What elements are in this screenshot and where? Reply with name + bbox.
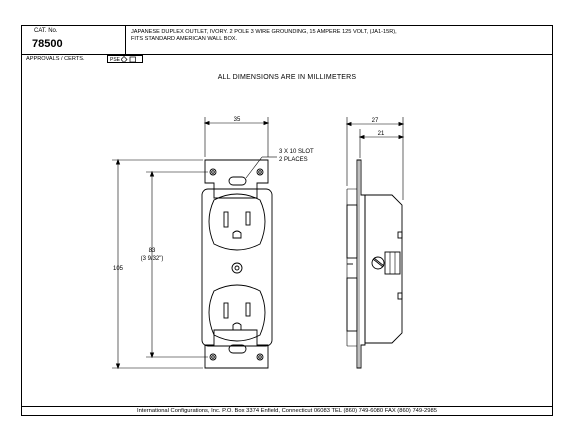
lower-hot-slot xyxy=(245,302,251,317)
center-screw xyxy=(231,262,243,274)
overall-depth-dimension: 27 xyxy=(372,118,379,124)
upper-hot-slot xyxy=(245,211,251,226)
upper-neutral-slot xyxy=(223,211,229,228)
product-description: JAPANESE DUPLEX OUTLET, IVORY. 2 POLE 3 … xyxy=(131,29,546,43)
slot-callout-line-2: 2 PLACES xyxy=(279,157,308,163)
catalog-number: 78500 xyxy=(32,38,63,50)
side-view: 27 21 xyxy=(345,117,405,369)
body-depth-dimension: 21 xyxy=(378,131,385,137)
terminal-block xyxy=(384,251,401,275)
approvals-label: APPROVALS / CERTS. xyxy=(26,56,85,62)
slot-callout-line-1: 3 X 10 SLOT xyxy=(279,149,314,155)
title-block: CAT. No. 78500 JAPANESE DUPLEX OUTLET, I… xyxy=(22,26,552,55)
description-line-2: FITS STANDARD AMERICAN WALL BOX. xyxy=(131,36,238,42)
terminal-screw xyxy=(371,256,385,270)
upper-ground-hole xyxy=(232,230,242,239)
approvals-row: APPROVALS / CERTS. PSE xyxy=(22,55,552,65)
bottom-left-screw-hole xyxy=(209,353,217,361)
lower-ground-hole xyxy=(232,322,242,331)
lower-neutral-slot xyxy=(223,302,229,319)
center-height-dimension: 83 xyxy=(149,248,156,254)
side-strap xyxy=(356,159,366,369)
pse-diamond-icon xyxy=(120,56,137,63)
lower-receptacle xyxy=(208,284,266,342)
drawing-sheet: CAT. No. 78500 JAPANESE DUPLEX OUTLET, I… xyxy=(21,25,553,416)
top-right-screw-hole xyxy=(256,168,264,176)
pse-mark-text: PSE xyxy=(110,56,121,63)
catalog-label: CAT. No. xyxy=(34,28,58,34)
side-body xyxy=(364,194,403,344)
title-block-divider xyxy=(125,26,127,54)
pse-mark-badge: PSE xyxy=(107,55,143,63)
overall-height-dimension: 105 xyxy=(113,266,124,272)
company-footer: International Configurations, Inc. P.O. … xyxy=(22,406,552,415)
front-view: 35 3 X 10 SLOT 2 PLACES 105 83 (3 9/32") xyxy=(112,117,314,370)
bottom-mounting-slot xyxy=(228,344,247,354)
upper-receptacle xyxy=(208,193,266,251)
outlet-body xyxy=(201,188,273,347)
top-mounting-slot xyxy=(228,176,247,186)
description-line-1: JAPANESE DUPLEX OUTLET, IVORY. 2 POLE 3 … xyxy=(131,29,397,35)
units-note: ALL DIMENSIONS ARE IN MILLIMETERS xyxy=(217,74,357,81)
top-strap xyxy=(204,159,269,199)
width-dimension: 35 xyxy=(234,117,241,123)
bottom-strap xyxy=(204,329,269,369)
center-height-inch-dimension: (3 9/32") xyxy=(141,256,164,262)
top-left-screw-hole xyxy=(209,168,217,176)
bottom-right-screw-hole xyxy=(256,353,264,361)
